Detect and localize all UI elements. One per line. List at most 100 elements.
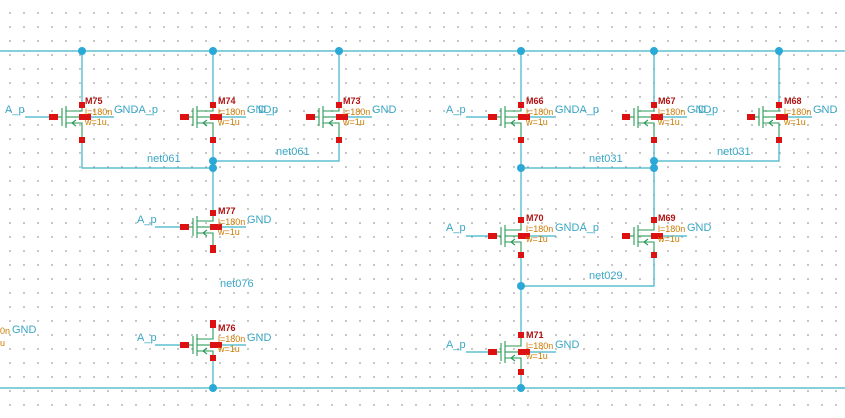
length-label: l=180n xyxy=(658,224,685,234)
source-arrow xyxy=(202,119,208,127)
instance-label: M70 xyxy=(526,213,544,223)
pin xyxy=(210,355,216,361)
junction-dot xyxy=(209,157,217,165)
instance-label: M68 xyxy=(784,96,802,106)
source-arrow xyxy=(510,238,516,246)
junction-dot xyxy=(517,282,525,290)
pin xyxy=(782,114,788,120)
bulk-label: GND xyxy=(247,332,272,344)
nmos-transistor xyxy=(749,102,788,143)
instance-label: M77 xyxy=(218,206,236,216)
net-label: net031 xyxy=(717,146,751,158)
pin xyxy=(210,247,216,253)
length-label: l=180n xyxy=(218,334,245,344)
bulk-label: GNDA_p xyxy=(114,104,158,116)
width-label: w=1u xyxy=(525,117,548,127)
instance-label: M73 xyxy=(343,96,361,106)
pin xyxy=(524,349,530,355)
nmos-transistor xyxy=(183,320,222,361)
pin xyxy=(342,114,348,120)
junction-dot xyxy=(650,164,658,172)
nmos-transistor xyxy=(491,217,530,258)
length-label: l=180n xyxy=(526,107,553,117)
pin xyxy=(180,342,186,348)
pin xyxy=(210,137,216,143)
drain-lead xyxy=(505,335,522,347)
instance-label: M66 xyxy=(526,96,544,106)
instance-label: M69 xyxy=(658,213,676,223)
length-label: l=180n xyxy=(218,217,245,227)
labels: M75 l=180n w=1u A_p GNDA_p M74 l=180n w=… xyxy=(0,96,838,361)
pin xyxy=(518,332,524,338)
length-label: l=180n xyxy=(658,107,685,117)
pin xyxy=(180,224,186,230)
junction-dot xyxy=(78,47,86,55)
pin xyxy=(622,114,628,120)
pin xyxy=(651,114,657,120)
junction-dot xyxy=(335,47,343,55)
junction-dots xyxy=(78,47,783,392)
instance-label: M71 xyxy=(526,330,544,340)
width-label: w=1u xyxy=(783,117,806,127)
gate-label: A_p xyxy=(446,222,466,234)
pin xyxy=(657,233,663,239)
bulk-label: GNDA_p xyxy=(555,104,599,116)
net-label: net076 xyxy=(220,278,254,290)
junction-dot xyxy=(775,47,783,55)
nmos-transistor xyxy=(491,102,530,143)
pin xyxy=(776,137,782,143)
net-label: net031 xyxy=(589,153,623,165)
instance-label: M74 xyxy=(218,96,236,106)
nmos-transistor xyxy=(183,210,222,251)
source-arrow xyxy=(510,119,516,127)
nmos-transistor xyxy=(52,102,91,143)
gate-label: A_p xyxy=(5,104,25,116)
instance-label: M76 xyxy=(218,323,236,333)
drain-lead xyxy=(197,323,214,340)
width-label: w=1u xyxy=(657,117,680,127)
pin xyxy=(336,137,342,143)
pin xyxy=(747,114,753,120)
width-label: w=1u xyxy=(342,117,365,127)
bulk-label: GND xyxy=(247,104,272,116)
junction-dot xyxy=(209,384,217,392)
source-arrow xyxy=(202,347,208,355)
source-arrow xyxy=(643,238,649,246)
source-arrow xyxy=(328,119,334,127)
junction-dot xyxy=(517,47,525,55)
pin xyxy=(306,114,312,120)
source-arrow xyxy=(510,354,516,362)
pin xyxy=(210,322,216,328)
width-label: w=1u xyxy=(217,117,240,127)
pin xyxy=(776,114,782,120)
length-label: l=180n xyxy=(526,341,553,351)
junction-dot xyxy=(209,47,217,55)
instance-label: M75 xyxy=(85,96,103,106)
pin xyxy=(210,342,216,348)
length-label: l=180n xyxy=(343,107,370,117)
width-label: w=1u xyxy=(84,117,107,127)
length-label: l=180n xyxy=(85,107,112,117)
length-label: l=180n xyxy=(526,224,553,234)
wire xyxy=(521,255,655,287)
junction-dot xyxy=(517,384,525,392)
bulk-label: GND xyxy=(372,104,397,116)
wire xyxy=(654,140,780,162)
pin xyxy=(210,224,216,230)
gate-label: A_p xyxy=(446,339,466,351)
pin xyxy=(651,252,657,258)
pin xyxy=(336,102,342,108)
pin xyxy=(180,114,186,120)
pin xyxy=(524,114,530,120)
net-label: net061 xyxy=(276,146,310,158)
net-label: net061 xyxy=(147,153,181,165)
gate-label-partial: D_p xyxy=(698,104,718,116)
wire xyxy=(213,140,340,162)
junction-dot xyxy=(650,157,658,165)
gate-label: A_p xyxy=(137,214,157,226)
width-label: w=1u xyxy=(217,227,240,237)
length-label: l=180n xyxy=(784,107,811,117)
pin xyxy=(518,233,524,239)
